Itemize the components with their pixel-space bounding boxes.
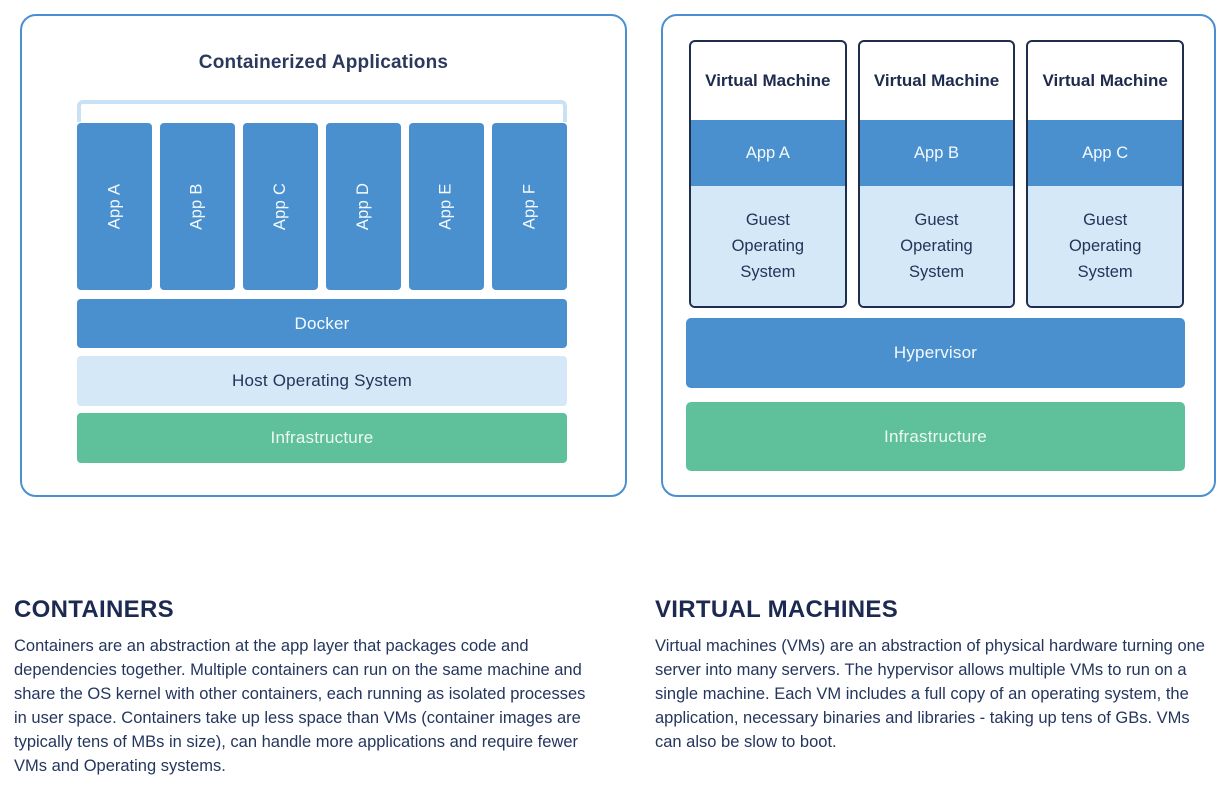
app-column-label: App C — [270, 182, 289, 231]
docker-layer-label: Docker — [294, 313, 350, 333]
vm-box: Virtual Machine App B Guest Operating Sy… — [857, 40, 1016, 308]
guest-os-label: Guest Operating System — [900, 211, 973, 281]
app-column: App D — [326, 123, 401, 290]
app-column-label: App D — [353, 182, 372, 231]
guest-os-layer: Guest Operating System — [1028, 186, 1183, 306]
virtual-machines-description-section: VIRTUAL MACHINES Virtual machines (VMs) … — [655, 596, 1207, 754]
host-os-layer: Host Operating System — [77, 356, 567, 406]
containers-panel: Containerized Applications App A App B A… — [20, 14, 627, 497]
containers-heading: CONTAINERS — [14, 596, 174, 623]
app-column: App C — [243, 123, 318, 290]
app-column-label: App B — [187, 183, 206, 230]
containers-panel-title: Containerized Applications — [198, 52, 449, 73]
infrastructure-layer-label: Infrastructure — [884, 426, 987, 446]
app-column-label: App E — [436, 183, 455, 230]
vm-app-layer: App A — [691, 120, 845, 186]
app-column: App A — [77, 123, 152, 290]
vm-title: Virtual Machine — [705, 71, 831, 90]
guest-os-label: Guest Operating System — [731, 211, 805, 281]
hypervisor-layer-label: Hypervisor — [893, 343, 978, 362]
containers-description: Containers are an abstraction at the app… — [14, 637, 586, 775]
vm-app-layer: App B — [859, 120, 1014, 186]
app-column: App B — [160, 123, 235, 290]
apps-group-bracket — [77, 100, 567, 122]
virtual-machines-description: Virtual machines (VMs) are an abstractio… — [655, 637, 1205, 751]
infrastructure-layer-label: Infrastructure — [270, 428, 374, 447]
containers-description-section: CONTAINERS Containers are an abstraction… — [14, 596, 588, 778]
guest-os-label: Guest Operating System — [1068, 211, 1142, 281]
host-os-layer-label: Host Operating System — [232, 371, 412, 390]
apps-row: App A App B App C App D App E App F — [77, 123, 567, 290]
app-column-label: App A — [104, 183, 123, 230]
guest-os-layer: Guest Operating System — [691, 186, 845, 306]
hypervisor-layer: Hypervisor — [686, 318, 1185, 388]
vm-title: Virtual Machine — [1042, 71, 1168, 90]
virtual-machines-heading: VIRTUAL MACHINES — [655, 596, 899, 623]
app-column: App F — [492, 123, 567, 290]
guest-os-layer: Guest Operating System — [859, 186, 1014, 306]
app-column-label: App F — [520, 183, 538, 230]
docker-layer: Docker — [77, 299, 567, 348]
infrastructure-layer: Infrastructure — [77, 413, 567, 463]
infrastructure-layer: Infrastructure — [686, 402, 1185, 471]
virtual-machines-panel: Virtual Machine App A Guest Operating Sy… — [661, 14, 1216, 497]
vm-app-layer: App C — [1028, 120, 1183, 186]
vm-title: Virtual Machine — [873, 71, 1000, 90]
vm-box: Virtual Machine App A Guest Operating Sy… — [689, 40, 847, 308]
app-column: App E — [409, 123, 484, 290]
vm-box: Virtual Machine App C Guest Operating Sy… — [1026, 40, 1185, 308]
vms-row: Virtual Machine App A Guest Operating Sy… — [689, 40, 1185, 308]
